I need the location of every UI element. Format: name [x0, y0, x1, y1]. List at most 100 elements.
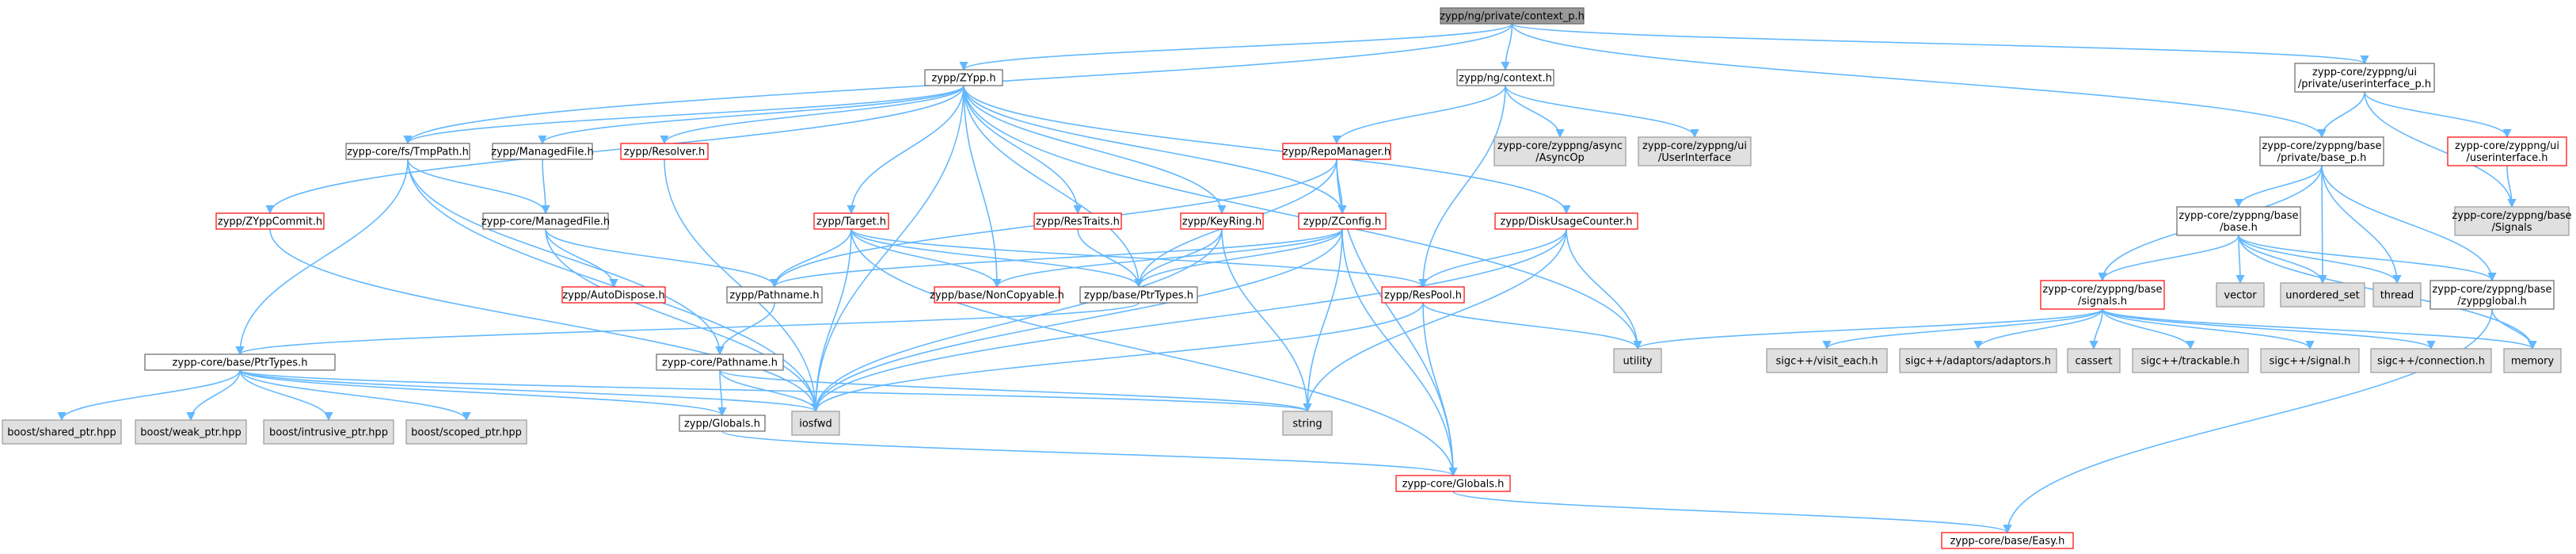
edge-zypp-h-to-restraits — [963, 85, 1083, 215]
node-restraits[interactable]: zypp/ResTraits.h — [1033, 212, 1122, 230]
node-box — [1298, 212, 1387, 230]
node-globals-core[interactable]: zypp-core/Globals.h — [1395, 475, 1511, 492]
node-label: boost/weak_ptr.hpp — [140, 427, 241, 439]
node-managedfile-zypp[interactable]: zypp/ManagedFile.h — [491, 143, 594, 160]
node-zyppglobal[interactable]: zypp-core/zyppng/base/zyppglobal.h — [2430, 280, 2555, 310]
edge-zconfig-to-noncopyable — [992, 228, 1343, 288]
edge-zypp-h-to-resolver — [660, 85, 965, 145]
node-box — [2216, 282, 2265, 308]
node-globals-zypp[interactable]: zypp/Globals.h — [679, 415, 766, 432]
node-ptrtypes-core[interactable]: zypp-core/base/PtrTypes.h — [144, 353, 336, 371]
node-noncopyable[interactable]: zypp/base/NonCopyable.h — [930, 286, 1064, 304]
node-label: zypp/DiskUsageCounter.h — [1501, 216, 1633, 228]
node-label: sigc++/connection.h — [2377, 356, 2485, 368]
edge-globals-core-to-easy — [1452, 491, 2012, 534]
node-ngcontext[interactable]: zypp/ng/context.h — [1456, 69, 1554, 86]
node-unordered-set[interactable]: unordered_set — [2280, 282, 2365, 308]
node-respool[interactable]: zypp/ResPool.h — [1381, 286, 1465, 304]
edge-ptrtypes-zypp-to-ptrtypes-core — [235, 302, 1140, 356]
edge-base-p-to-unordered-set — [2318, 165, 2327, 285]
node-label: zypp/ZYpp.h — [931, 73, 995, 85]
node-zypp-h[interactable]: zypp/ZYpp.h — [924, 69, 1003, 86]
node-box — [1381, 286, 1465, 304]
node-box — [2372, 282, 2422, 308]
edge-zconfig-to-ptrtypes-zypp — [1134, 228, 1343, 288]
node-box — [1613, 348, 1662, 373]
edge-zyppcommit-to-iosfwd — [269, 228, 820, 413]
node-repomanager[interactable]: zypp/RepoManager.h — [1282, 143, 1391, 160]
node-ptrtypes-zypp[interactable]: zypp/base/PtrTypes.h — [1079, 286, 1198, 304]
node-box — [2454, 206, 2570, 236]
node-box — [1493, 136, 1627, 166]
node-diskusage[interactable]: zypp/DiskUsageCounter.h — [1494, 212, 1638, 230]
node-box — [2503, 348, 2562, 373]
node-autodispose[interactable]: zypp/AutoDispose.h — [561, 286, 666, 304]
node-label: /base.h — [2220, 222, 2258, 234]
node-box — [2280, 282, 2365, 308]
node-trackable[interactable]: sigc++/trackable.h — [2132, 348, 2249, 373]
node-base-h[interactable]: zypp-core/zyppng/base/base.h — [2176, 206, 2301, 236]
node-utility[interactable]: utility — [1613, 348, 1662, 373]
edge-root-to-ui-priv — [1511, 23, 2369, 65]
node-signals-sys[interactable]: zypp-core/zyppng/base/Signals — [2452, 206, 2572, 236]
node-connection[interactable]: sigc++/connection.h — [2370, 348, 2492, 373]
edge-base-h-to-signals-h — [2098, 235, 2239, 282]
node-label: zypp/Globals.h — [684, 418, 760, 430]
node-label: zypp-core/zyppng/base — [2042, 284, 2162, 296]
node-target[interactable]: zypp/Target.h — [813, 212, 889, 230]
edge-diskusage-to-iosfwd — [811, 228, 1567, 413]
edge-target-to-noncopyable — [850, 228, 1002, 288]
node-shared-ptr[interactable]: boost/shared_ptr.hpp — [2, 419, 122, 445]
edge-keyring-to-iosfwd — [811, 228, 1223, 413]
node-keyring[interactable]: zypp/KeyRing.h — [1180, 212, 1264, 230]
nodes-layer: zypp/ng/private/context_p.h zypp/ZYpp.h zy… — [2, 7, 2572, 549]
node-signals-h[interactable]: zypp-core/zyppng/base/signals.h — [2040, 280, 2165, 310]
node-pathname-core[interactable]: zypp-core/Pathname.h — [656, 353, 784, 371]
edge-respool-to-utility — [1422, 302, 1642, 350]
edge-zypp-h-to-target — [847, 85, 965, 215]
node-weak-ptr[interactable]: boost/weak_ptr.hpp — [135, 419, 247, 445]
node-zconfig[interactable]: zypp/ZConfig.h — [1298, 212, 1387, 230]
node-box — [1766, 348, 1888, 373]
edge-base-h-to-thread — [2238, 235, 2402, 285]
edge-ui-priv-to-userinterface-h — [2364, 91, 2512, 139]
node-label: zypp-core/fs/TmpPath.h — [347, 147, 469, 159]
edge-root-to-zypp-h — [959, 23, 1513, 71]
edge-respool-to-globals-core — [1422, 302, 1458, 477]
edge-ptrtypes-core-to-weak-ptr — [186, 369, 241, 422]
node-easy[interactable]: zypp-core/base/Easy.h — [1941, 532, 2074, 549]
node-intrusive-ptr[interactable]: boost/intrusive_ptr.hpp — [263, 419, 394, 445]
node-asyncop[interactable]: zypp-core/zyppng/async/AsyncOp — [1493, 136, 1627, 166]
node-tmppath[interactable]: zypp-core/fs/TmpPath.h — [345, 143, 470, 160]
node-label: boost/scoped_ptr.hpp — [411, 427, 522, 439]
edge-keyring-to-string — [1221, 228, 1312, 413]
node-sigcsignal[interactable]: sigc++/signal.h — [2260, 348, 2360, 373]
node-base-p[interactable]: zypp-core/zyppng/base/private/base_p.h — [2259, 136, 2384, 166]
node-iosfwd[interactable]: iosfwd — [791, 411, 840, 436]
node-box — [726, 286, 823, 304]
edge-globals-zypp-to-globals-core — [721, 430, 1458, 477]
node-userinterface-h[interactable]: zypp-core/zyppng/ui/userinterface.h — [2447, 136, 2567, 166]
node-adaptors[interactable]: sigc++/adaptors/adaptors.h — [1899, 348, 2057, 373]
node-box — [1638, 136, 1752, 166]
node-resolver[interactable]: zypp/Resolver.h — [620, 143, 709, 160]
node-thread[interactable]: thread — [2372, 282, 2422, 308]
node-label: zypp-core/zyppng/async — [1497, 140, 1623, 152]
node-root[interactable]: zypp/ng/private/context_p.h — [1440, 7, 1585, 25]
edge-tmppath-to-managedfile-core — [407, 159, 550, 215]
node-pathname-zypp[interactable]: zypp/Pathname.h — [726, 286, 823, 304]
node-box — [2132, 348, 2249, 373]
node-vector[interactable]: vector — [2216, 282, 2265, 308]
node-managedfile-core[interactable]: zypp-core/ManagedFile.h — [481, 212, 610, 230]
node-label: zypp-core/zyppng/base — [2178, 210, 2298, 222]
node-scoped-ptr[interactable]: boost/scoped_ptr.hpp — [405, 419, 527, 445]
node-ui-priv[interactable]: zypp-core/zyppng/ui/private/userinterfac… — [2294, 63, 2435, 93]
node-label: /userinterface.h — [2466, 152, 2547, 164]
edge-managedfile-core-to-pathname-zypp — [545, 228, 779, 288]
node-memory[interactable]: memory — [2503, 348, 2562, 373]
node-ui-iface[interactable]: zypp-core/zyppng/ui/UserInterface — [1638, 136, 1752, 166]
node-visit-each[interactable]: sigc++/visit_each.h — [1766, 348, 1888, 373]
node-cassert[interactable]: cassert — [2067, 348, 2121, 373]
node-zyppcommit[interactable]: zypp/ZYppCommit.h — [215, 212, 325, 230]
node-string[interactable]: string — [1282, 411, 1333, 436]
